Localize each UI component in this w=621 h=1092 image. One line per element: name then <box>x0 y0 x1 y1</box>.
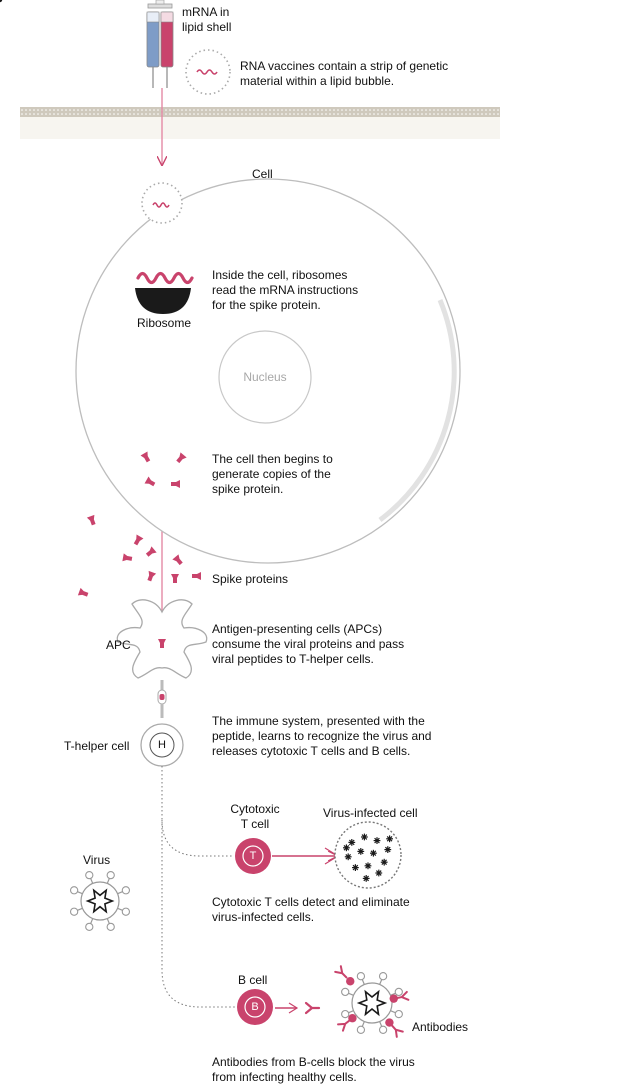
label-virus-infected-cell: Virus-infected cell <box>323 806 418 820</box>
label-cytotoxic-t-cell: Cytotoxic T cell <box>230 802 280 831</box>
neutralized-virus-icon <box>334 965 410 1038</box>
step-apc-text: Antigen-presenting cells (APCs) consume … <box>212 622 405 666</box>
step-immune-text: The immune system, presented with the pe… <box>212 714 432 758</box>
label-antibodies: Antibodies <box>412 1020 469 1034</box>
label-virus: Virus <box>83 853 111 867</box>
cell-shade <box>378 299 457 522</box>
label-spike-proteins: Spike proteins <box>212 572 289 586</box>
entering-bubble-icon <box>141 182 183 224</box>
b-cell-letter: B <box>251 1001 259 1013</box>
b-cell-arrow-head <box>288 1002 299 1014</box>
label-apc: APC <box>106 638 131 652</box>
t-helper-letter: H <box>158 739 166 751</box>
virus-icon <box>69 870 131 932</box>
step-copies-text: The cell then begins to generate copies … <box>212 452 333 496</box>
branch-lines <box>161 766 236 1008</box>
virus-infected-cell-icon <box>0 0 402 889</box>
antibody-icon <box>304 1001 321 1015</box>
label-b-cell: B cell <box>238 973 268 987</box>
ribosome-icon <box>135 271 194 314</box>
label-cell: Cell <box>252 167 273 181</box>
step-vaccine-text: RNA vaccines contain a strip of genetic … <box>240 59 449 88</box>
cytotoxic-letter: T <box>249 850 257 862</box>
b-cell-icon <box>237 989 273 1025</box>
cytotoxic-t-cell-icon <box>235 838 271 874</box>
step-antibodies-text: Antibodies from B-cells block the virus … <box>212 1055 415 1084</box>
apc-link <box>157 680 167 718</box>
t-helper-cell-icon <box>140 723 184 767</box>
label-mrna-lipid-shell: mRNA in lipid shell <box>182 5 232 34</box>
apc-icon <box>116 599 208 679</box>
step-ribosome-text: Inside the cell, ribosomes read the mRNA… <box>212 268 359 312</box>
skin-layer <box>20 107 500 139</box>
lipid-bubble-icon <box>185 49 231 95</box>
label-nucleus: Nucleus <box>243 370 287 384</box>
step-cytotoxic-text: Cytotoxic T cells detect and eliminate v… <box>212 895 410 924</box>
label-t-helper-cell: T-helper cell <box>64 739 130 753</box>
label-ribosome: Ribosome <box>136 316 192 330</box>
nucleus-shape <box>218 330 312 424</box>
syringe-icon <box>146 0 174 88</box>
